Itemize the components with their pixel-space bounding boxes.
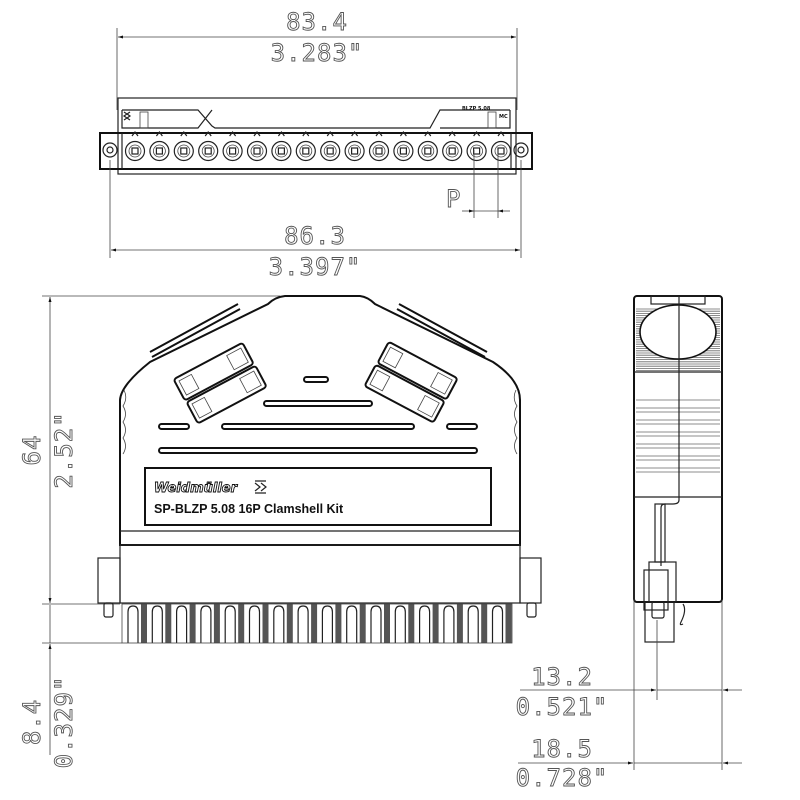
screw-terminal (173, 140, 194, 162)
connector-pin (419, 605, 431, 643)
connector-pins (121, 603, 513, 644)
weidmuller-logo-icon (254, 480, 267, 494)
top-marking-right: MC (499, 114, 508, 120)
connector-pin (297, 605, 309, 643)
depth-large-mm: 18.5 (531, 735, 593, 763)
pin-length-mm: 8.4 (18, 699, 46, 745)
pitch-label: P (446, 185, 461, 213)
connector-pin (370, 605, 382, 643)
top-marking-left: BLZP 5.08 (462, 106, 491, 112)
connector-pin (151, 605, 163, 643)
depth-large-inch: 0.728" (516, 764, 609, 792)
top-view: 83.4 3.283" BLZP 5.08 MC P (99, 8, 533, 281)
mounting-hole-left (102, 142, 118, 158)
front-view: 64 2.52" Weidmüller SP-BLZP 5.08 16P Cla… (18, 295, 542, 769)
connector-pin (346, 605, 358, 643)
connector-pin (273, 605, 285, 643)
inner-width-mm: 83.4 (286, 8, 348, 36)
dimension-height: 64 2.52" (18, 295, 280, 605)
dimension-overall-width: 86.3 3.397" (109, 160, 520, 281)
screw-terminal (442, 140, 463, 162)
dimension-pitch: P (446, 150, 522, 258)
connector-pin (467, 605, 479, 643)
connector-pin (224, 605, 236, 643)
connector-pin (127, 605, 139, 643)
connector-pin (321, 605, 333, 643)
screw-terminal (246, 140, 268, 162)
dimension-depth-small: 13.2 0.521" (515, 663, 742, 721)
screw-terminal (222, 140, 243, 162)
terminal-strip (99, 132, 533, 170)
depth-small-inch: 0.521" (516, 693, 609, 721)
connector-pin (176, 605, 188, 643)
terminal-screws (124, 131, 512, 162)
screw-terminal (198, 140, 219, 162)
brand-logo-text: Weidmüller (154, 481, 239, 496)
screw-terminal (320, 140, 341, 162)
screw-terminal (393, 140, 414, 162)
screw-terminal (149, 140, 170, 162)
screw-terminal (490, 140, 512, 162)
side-view: 13.2 0.521" 18.5 0.728" (515, 295, 742, 792)
top-housing (117, 97, 517, 175)
screw-terminal (417, 140, 438, 162)
screw-terminal (466, 140, 487, 162)
inner-width-inch: 3.283" (271, 39, 364, 67)
dimension-depth-large: 18.5 0.728" (515, 735, 742, 792)
product-name: SP-BLZP 5.08 16P Clamshell Kit (154, 502, 344, 516)
dimension-inner-width: 83.4 3.283" (116, 8, 518, 110)
screw-terminal (344, 140, 365, 162)
screw-terminal (124, 140, 146, 162)
side-pin (644, 601, 675, 643)
mounting-hole-right (513, 142, 529, 158)
connector-pin (200, 605, 212, 643)
connector-pin (491, 605, 504, 643)
product-label (144, 467, 492, 526)
overall-width-inch: 3.397" (269, 253, 362, 281)
cable-entry (639, 304, 717, 360)
depth-small-mm: 13.2 (531, 663, 593, 691)
connector-pin (248, 605, 261, 643)
overall-width-mm: 86.3 (284, 222, 346, 250)
connector-pin (443, 605, 455, 643)
pin-length-inch: 0.329" (50, 676, 78, 769)
dimension-pin-length: 8.4 0.329" (18, 605, 122, 769)
screw-terminal (368, 140, 390, 162)
screw-terminal (271, 140, 292, 162)
height-inch: 2.52" (50, 411, 78, 488)
connector-pin (394, 605, 406, 643)
screw-terminal (295, 140, 316, 162)
clamshell-body (119, 295, 521, 546)
height-mm: 64 (18, 435, 46, 466)
